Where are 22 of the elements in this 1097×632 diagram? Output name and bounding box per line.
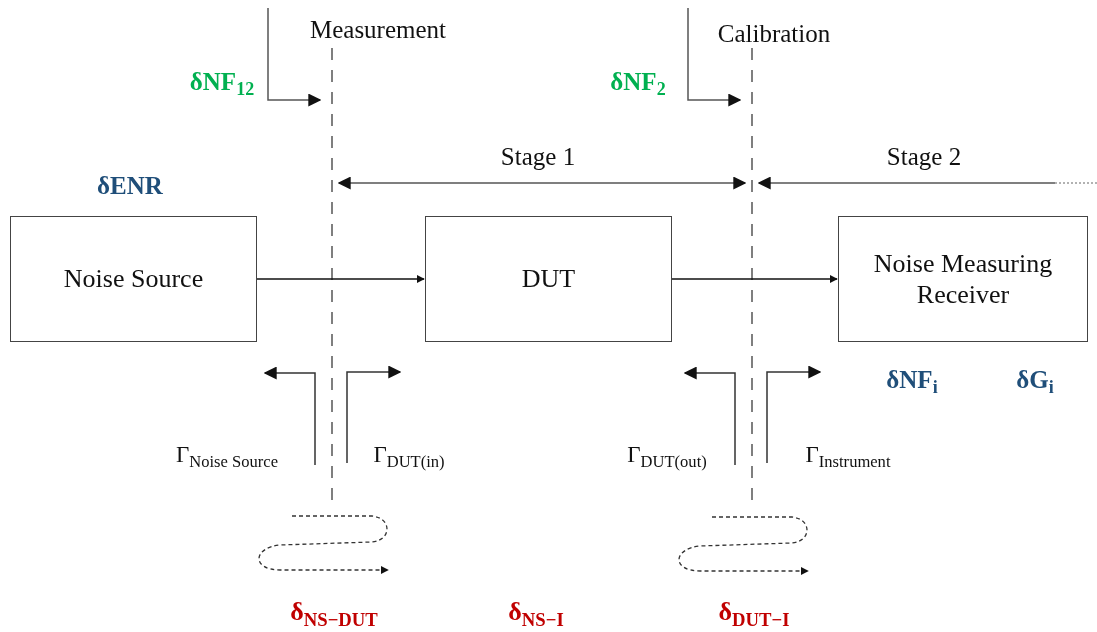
symbol-label: δNF$_{2}$: [610, 68, 666, 96]
arrow: [671, 275, 838, 283]
symbol-label: δNF$_{12}$: [189, 68, 255, 96]
symbol-label: Calibration: [717, 20, 831, 48]
symbol-label: Γ$_{Noise Source}$: [176, 442, 278, 468]
symbol-label: δNF$_{i}$: [886, 366, 938, 394]
symbol-label: δ$_{NS−I}$: [508, 597, 564, 627]
box-label: DUT: [521, 263, 576, 295]
arrow: [256, 275, 425, 283]
symbol-label: δG$_{i}$: [1016, 366, 1054, 394]
process-box: [425, 216, 672, 342]
box-label: Noise Measuring Receiver: [872, 247, 1054, 311]
symbol-label: δENR: [97, 172, 163, 200]
symbol-label: Γ$_{Instrument}$: [805, 442, 891, 468]
symbol-label: Measurement: [309, 16, 447, 44]
box-label: Noise Source: [63, 263, 204, 295]
process-box: [10, 216, 257, 342]
symbol-label: Stage 2: [886, 143, 962, 171]
symbol-label: Stage 1: [500, 143, 576, 171]
symbol-label: δ$_{NS−DUT}$: [290, 597, 378, 627]
symbol-label: δ$_{DUT−I}$: [718, 597, 790, 627]
process-box: [838, 216, 1088, 342]
